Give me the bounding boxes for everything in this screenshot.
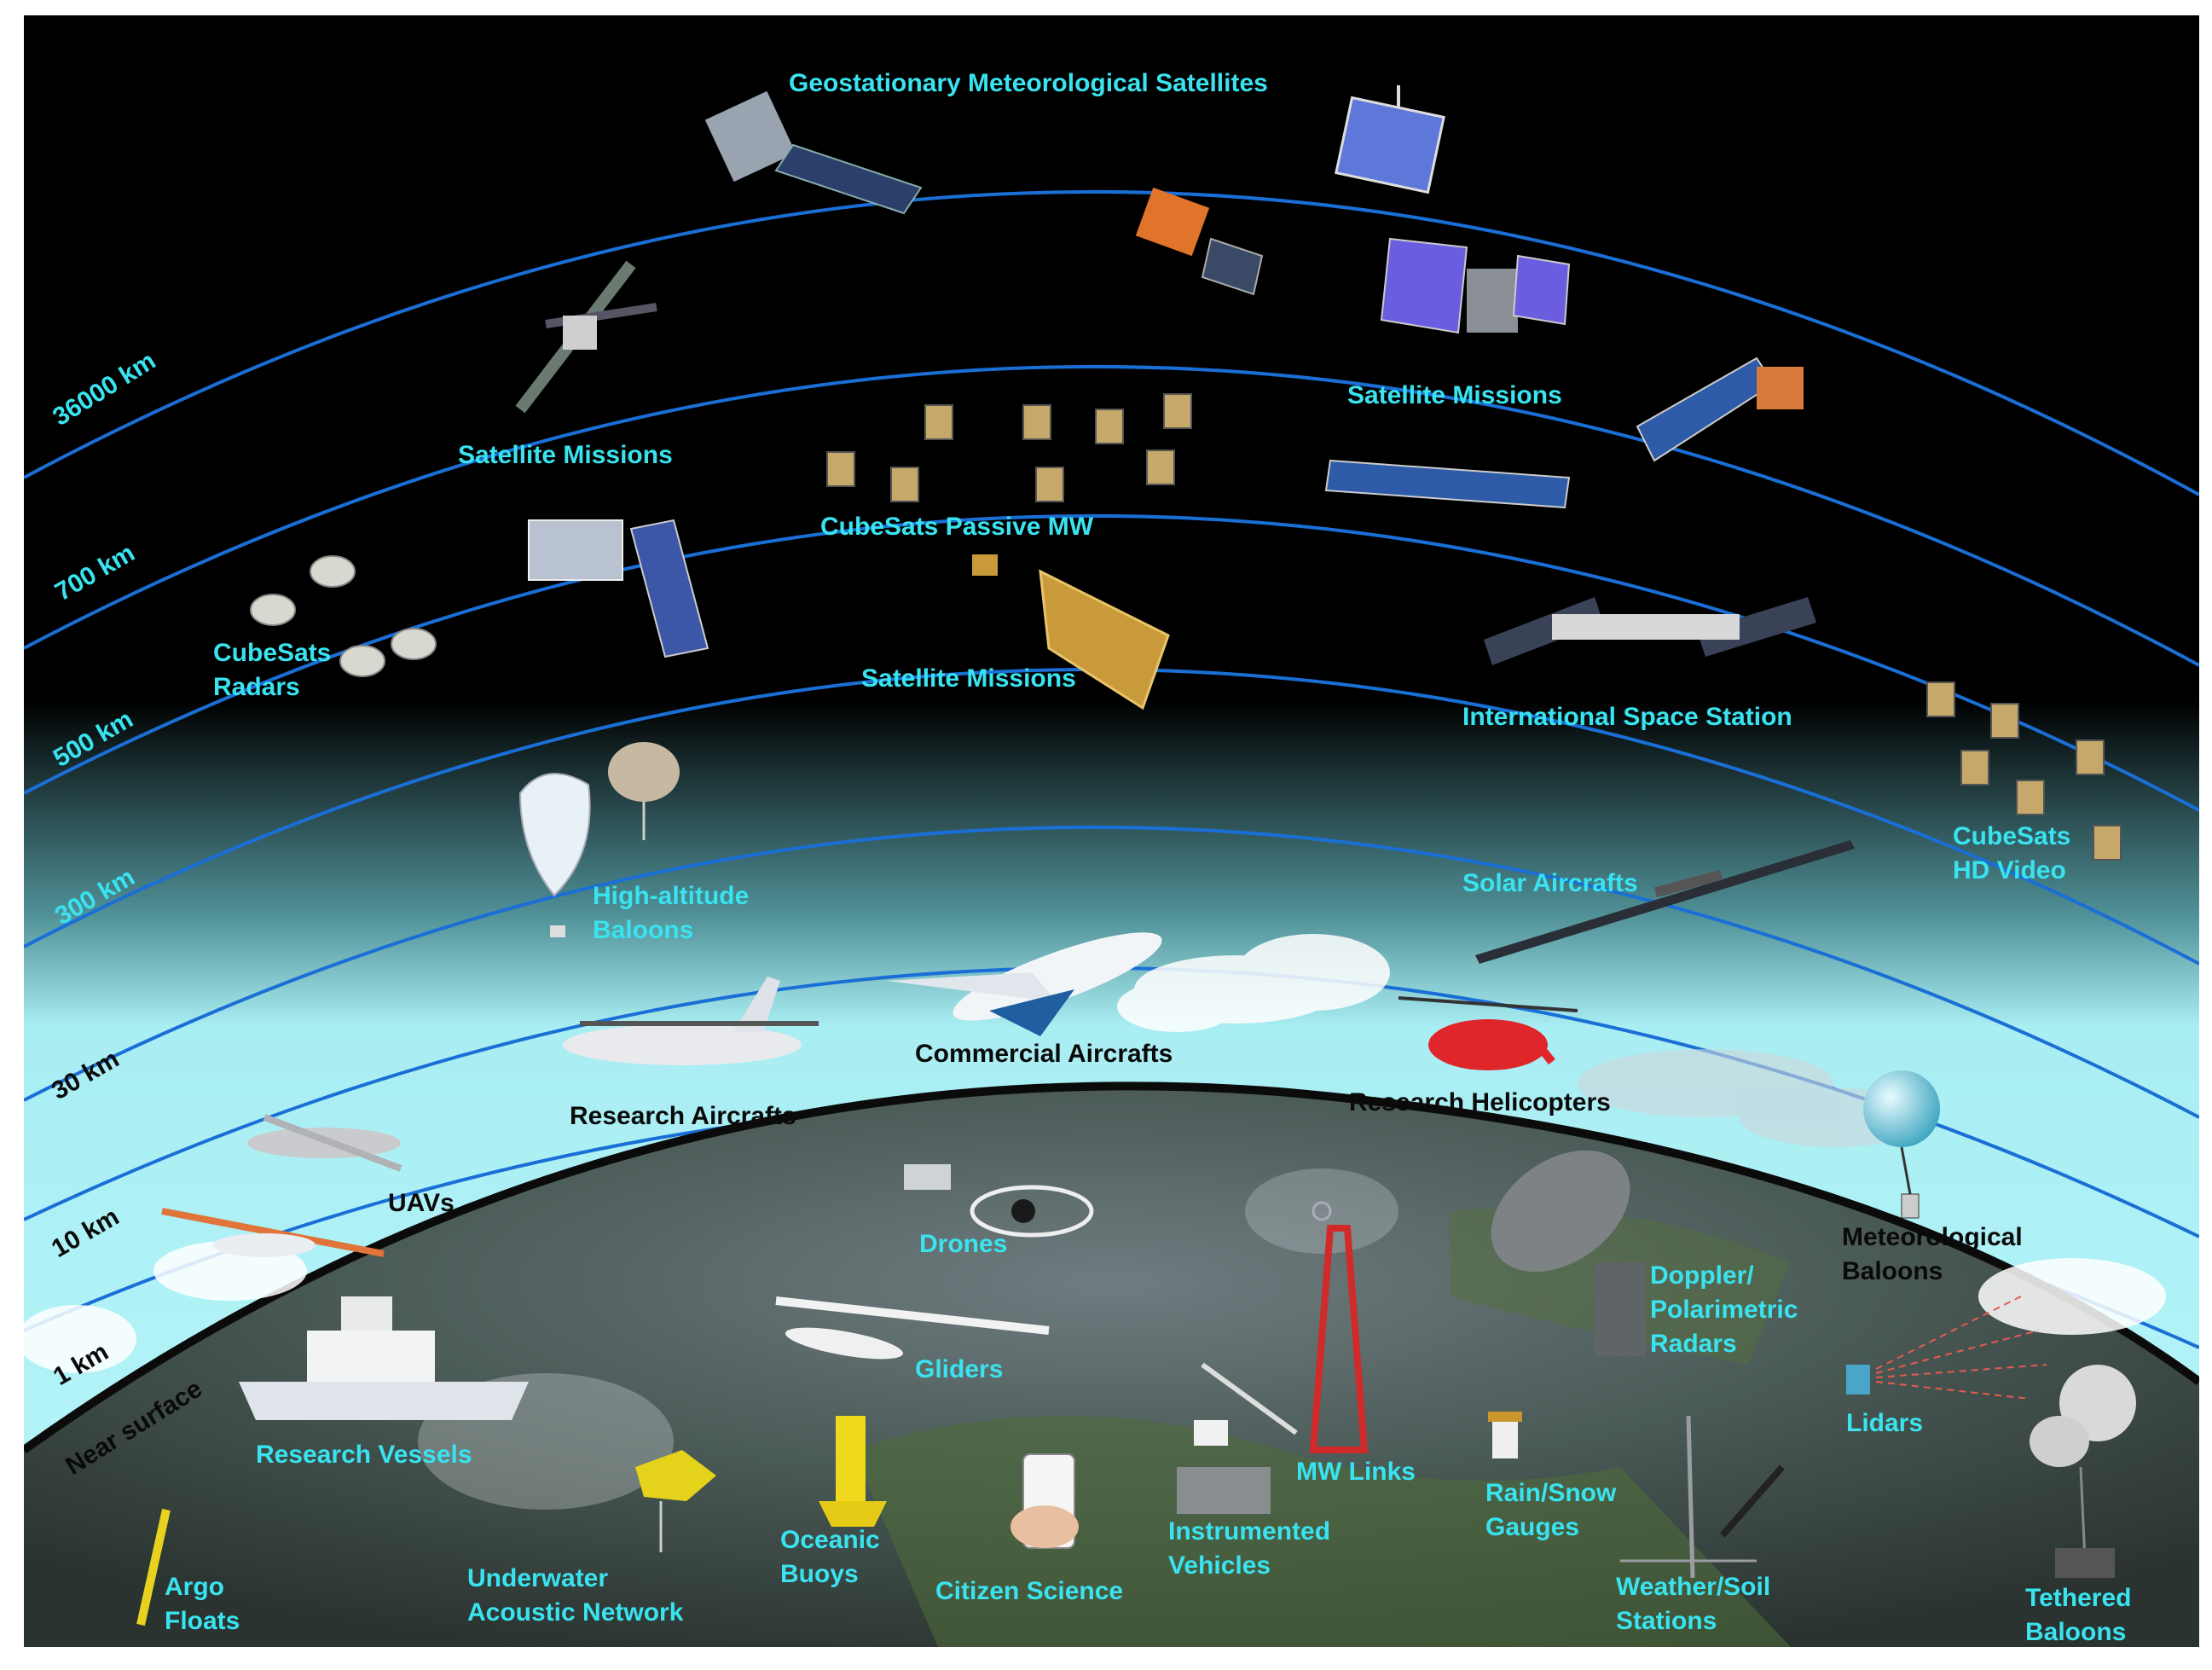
label-met-balloons-2: Baloons	[1842, 1257, 1943, 1285]
label-balloons-2: Baloons	[593, 916, 693, 944]
rain-gauge-icon	[1488, 1412, 1522, 1458]
label-cubesats-radars-2: Radars	[213, 673, 300, 701]
label-uavs: UAVs	[388, 1189, 455, 1217]
label-cubesats-hd-2: HD Video	[1953, 856, 2066, 884]
label-weather-2: Stations	[1616, 1607, 1717, 1635]
research-helicopter-icon	[1398, 996, 1578, 1070]
label-tethered-2: Baloons	[2025, 1618, 2126, 1646]
label-satellite-missions-right: Satellite Missions	[1347, 381, 1562, 409]
label-citizen-science: Citizen Science	[935, 1577, 1123, 1605]
label-buoys-2: Buoys	[780, 1560, 859, 1588]
label-research-aircrafts: Research Aircrafts	[570, 1102, 796, 1130]
label-satellite-missions-center: Satellite Missions	[861, 664, 1076, 693]
arc-30	[24, 825, 2199, 1119]
near-surface-line	[24, 1081, 2199, 1454]
long-panel-satellite-icon	[1324, 459, 1571, 509]
label-buoys-1: Oceanic	[780, 1526, 880, 1554]
high-altitude-balloon-icons	[518, 742, 680, 937]
cubesats-mw-icons	[826, 393, 1192, 502]
underwater-acoustic-icon	[635, 1450, 716, 1552]
label-drones: Drones	[919, 1230, 1007, 1258]
argo-float-icon	[136, 1508, 171, 1627]
meteorological-balloon-icon	[1863, 1070, 1940, 1219]
label-tethered-1: Tethered	[2025, 1584, 2131, 1612]
small-uav-icon	[161, 1208, 385, 1257]
geostationary-satellite-left-icon	[704, 90, 923, 215]
label-research-vessels: Research Vessels	[256, 1441, 472, 1469]
label-underwater-1: Underwater	[467, 1564, 608, 1592]
arc-36000	[24, 189, 2199, 496]
label-cubesats-passive-mw: CubeSats Passive MW	[820, 513, 1094, 541]
label-geostationary: Geostationary Meteorological Satellites	[789, 69, 1268, 97]
label-lidars: Lidars	[1846, 1409, 1923, 1437]
label-weather-1: Weather/Soil	[1616, 1573, 1770, 1601]
research-aircraft-icon	[563, 977, 819, 1065]
solar-aircraft-icon	[1475, 840, 1855, 964]
oceanic-buoy-icon	[819, 1416, 887, 1527]
label-satellite-missions-left: Satellite Missions	[458, 441, 673, 469]
iss-icon	[1484, 597, 1816, 665]
orange-satellite-icon	[1135, 187, 1264, 296]
label-cubesats-hd-1: CubeSats	[1953, 822, 2070, 850]
blue-panel-satellite-icon	[1636, 357, 1804, 462]
label-rain-gauges-2: Gauges	[1485, 1513, 1579, 1541]
label-argo-2: Floats	[165, 1607, 240, 1635]
research-vessel-icon	[239, 1296, 529, 1420]
label-met-balloons-1: Meteorological	[1842, 1223, 2023, 1251]
label-commercial-aircrafts: Commercial Aircrafts	[915, 1040, 1173, 1068]
label-rain-gauges-1: Rain/Snow	[1485, 1479, 1617, 1507]
label-mw-links: MW Links	[1296, 1458, 1416, 1486]
commercial-aircraft-icon	[887, 932, 1162, 1036]
purple-panel-satellite-icon	[1380, 237, 1571, 334]
uav-icon	[247, 1114, 402, 1172]
radar-dish-icon	[1491, 1150, 1646, 1356]
label-doppler-1: Doppler/	[1650, 1261, 1754, 1290]
gpm-satellite-icon	[528, 519, 709, 658]
label-research-helicopters: Research Helicopters	[1349, 1088, 1611, 1116]
label-underwater-2: Acoustic Network	[467, 1598, 684, 1627]
weather-station-icon	[1620, 1415, 1786, 1579]
glider-icon	[775, 1296, 1050, 1360]
label-instrumented-1: Instrumented	[1168, 1517, 1330, 1545]
cubesat-radar-icons	[250, 555, 437, 677]
cloud-swirl	[1245, 1168, 1398, 1254]
label-doppler-3: Radars	[1650, 1330, 1737, 1358]
instrumented-vehicle-icon	[1177, 1420, 1271, 1514]
cubesats-hd-icons	[1926, 681, 2122, 861]
label-instrumented-2: Vehicles	[1168, 1551, 1271, 1580]
label-solar-aircrafts: Solar Aircrafts	[1462, 869, 1638, 897]
label-balloons-1: High-altitude	[593, 882, 749, 910]
smartphone-icon	[1010, 1453, 1079, 1549]
label-argo-1: Argo	[165, 1573, 224, 1601]
label-cubesats-radars-1: CubeSats	[213, 639, 331, 667]
arc-700	[24, 364, 2199, 667]
label-iss: International Space Station	[1462, 703, 1792, 731]
label-doppler-2: Polarimetric	[1650, 1296, 1798, 1324]
earth-land	[853, 1416, 1791, 1647]
cross-satellite-icon	[515, 260, 657, 414]
drone-icons	[904, 1164, 1094, 1238]
label-gliders: Gliders	[915, 1355, 1003, 1383]
gold-satellite-icon	[972, 554, 1170, 710]
mw-link-tower-icon	[1201, 1201, 1369, 1453]
lidar-icon	[1846, 1296, 2047, 1400]
tethered-balloon-icon	[2030, 1365, 2136, 1578]
geostationary-satellite-right-icon	[1335, 85, 1445, 194]
